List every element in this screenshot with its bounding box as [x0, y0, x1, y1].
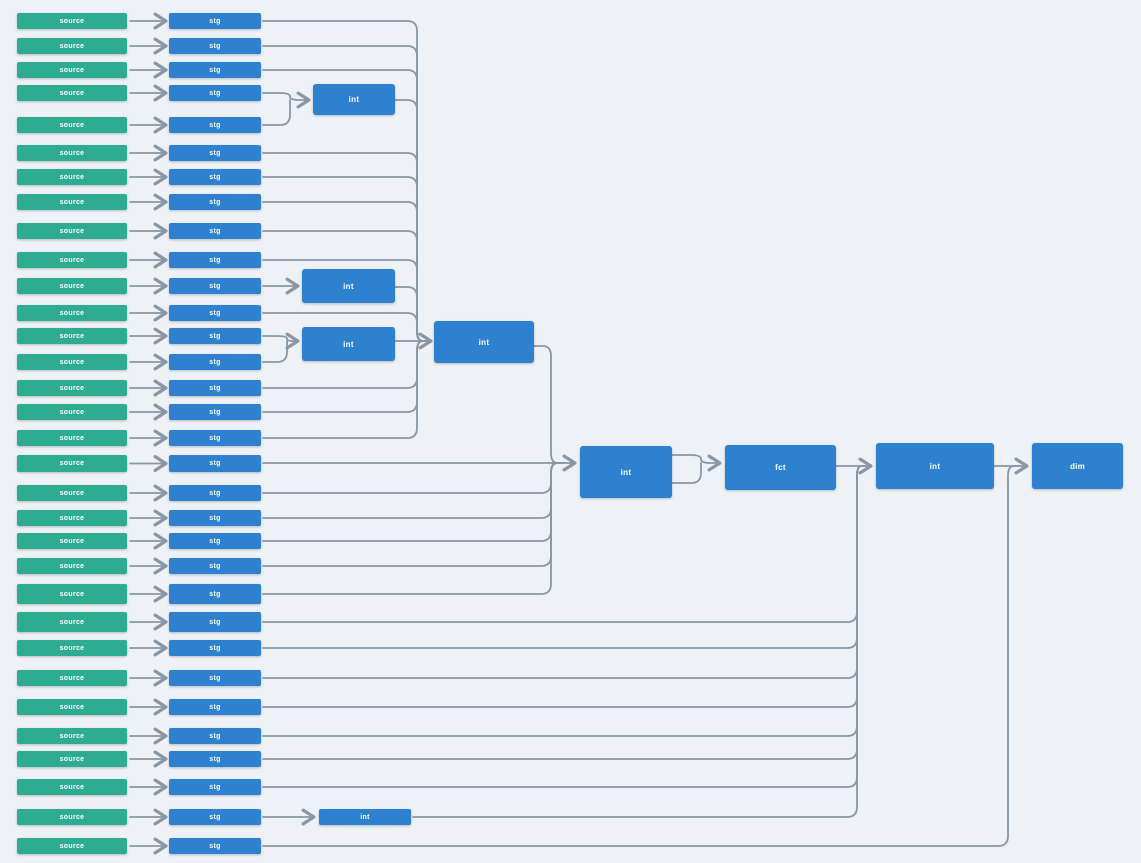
- edge-arrow: [262, 91, 311, 109]
- source-node[interactable]: source: [17, 62, 127, 78]
- source-node[interactable]: source: [17, 558, 127, 574]
- source-node[interactable]: source: [17, 809, 127, 825]
- stg-node[interactable]: stg: [169, 670, 261, 686]
- source-node[interactable]: source: [17, 145, 127, 161]
- stg-node[interactable]: stg: [169, 145, 261, 161]
- stg-node[interactable]: stg: [169, 510, 261, 526]
- int-node[interactable]: int: [580, 446, 672, 498]
- stg-node[interactable]: stg: [169, 85, 261, 101]
- stg-node[interactable]: stg: [169, 485, 261, 501]
- source-node[interactable]: source: [17, 779, 127, 795]
- stg-node[interactable]: stg: [169, 728, 261, 744]
- stg-node[interactable]: stg: [169, 430, 261, 446]
- source-node[interactable]: source: [17, 85, 127, 101]
- source-node[interactable]: source: [17, 169, 127, 185]
- stg-node[interactable]: stg: [169, 38, 261, 54]
- stg-node[interactable]: stg: [169, 223, 261, 239]
- edge-arrow: [262, 332, 300, 350]
- edge-arrow: [671, 454, 722, 472]
- int-node[interactable]: int: [302, 269, 395, 303]
- stg-node[interactable]: stg: [169, 558, 261, 574]
- int-node[interactable]: int: [302, 327, 395, 361]
- source-node[interactable]: source: [17, 612, 127, 632]
- stg-node[interactable]: stg: [169, 838, 261, 854]
- stg-node[interactable]: stg: [169, 751, 261, 767]
- source-node[interactable]: source: [17, 728, 127, 744]
- dim-node[interactable]: dim: [1032, 443, 1123, 489]
- stg-node[interactable]: stg: [169, 354, 261, 370]
- source-node[interactable]: source: [17, 485, 127, 501]
- edge: [412, 465, 867, 818]
- stg-node[interactable]: stg: [169, 699, 261, 715]
- stg-node[interactable]: stg: [169, 62, 261, 78]
- edge: [262, 340, 430, 439]
- source-node[interactable]: source: [17, 354, 127, 370]
- int-node[interactable]: int: [434, 321, 534, 363]
- source-node[interactable]: source: [17, 584, 127, 604]
- stg-node[interactable]: stg: [169, 779, 261, 795]
- source-node[interactable]: source: [17, 699, 127, 715]
- source-node[interactable]: source: [17, 223, 127, 239]
- source-node[interactable]: source: [17, 278, 127, 294]
- source-node[interactable]: source: [17, 252, 127, 268]
- source-node[interactable]: source: [17, 38, 127, 54]
- source-node[interactable]: source: [17, 510, 127, 526]
- stg-node[interactable]: stg: [169, 533, 261, 549]
- fct-node[interactable]: fct: [725, 445, 836, 490]
- source-node[interactable]: source: [17, 751, 127, 767]
- stg-node[interactable]: stg: [169, 328, 261, 344]
- stg-node[interactable]: stg: [169, 13, 261, 29]
- source-node[interactable]: source: [17, 194, 127, 210]
- stg-node[interactable]: stg: [169, 380, 261, 396]
- source-node[interactable]: source: [17, 305, 127, 321]
- stg-node[interactable]: stg: [169, 305, 261, 321]
- stg-node[interactable]: stg: [169, 194, 261, 210]
- source-node[interactable]: source: [17, 380, 127, 396]
- source-node[interactable]: source: [17, 533, 127, 549]
- stg-node[interactable]: stg: [169, 117, 261, 133]
- edge: [671, 462, 702, 484]
- source-node[interactable]: source: [17, 640, 127, 656]
- stg-node[interactable]: stg: [169, 169, 261, 185]
- edge: [262, 340, 288, 363]
- int-node[interactable]: int: [313, 84, 395, 115]
- source-node[interactable]: source: [17, 670, 127, 686]
- edge: [262, 462, 565, 595]
- source-node[interactable]: source: [17, 430, 127, 446]
- int-node[interactable]: int: [876, 443, 994, 489]
- stg-node[interactable]: stg: [169, 455, 261, 472]
- source-node[interactable]: source: [17, 13, 127, 29]
- stg-node[interactable]: stg: [169, 640, 261, 656]
- source-node[interactable]: source: [17, 838, 127, 854]
- source-node[interactable]: source: [17, 455, 127, 472]
- source-node[interactable]: source: [17, 328, 127, 344]
- edge: [262, 465, 1021, 847]
- stg-node[interactable]: stg: [169, 809, 261, 825]
- stg-node[interactable]: stg: [169, 404, 261, 420]
- stg-node[interactable]: stg: [169, 278, 261, 294]
- stg-node[interactable]: stg: [169, 584, 261, 604]
- source-node[interactable]: source: [17, 404, 127, 420]
- stg-node[interactable]: stg: [169, 252, 261, 268]
- source-node[interactable]: source: [17, 117, 127, 133]
- stg-node[interactable]: stg: [169, 612, 261, 632]
- int-node[interactable]: int: [319, 809, 411, 825]
- edge: [262, 99, 291, 126]
